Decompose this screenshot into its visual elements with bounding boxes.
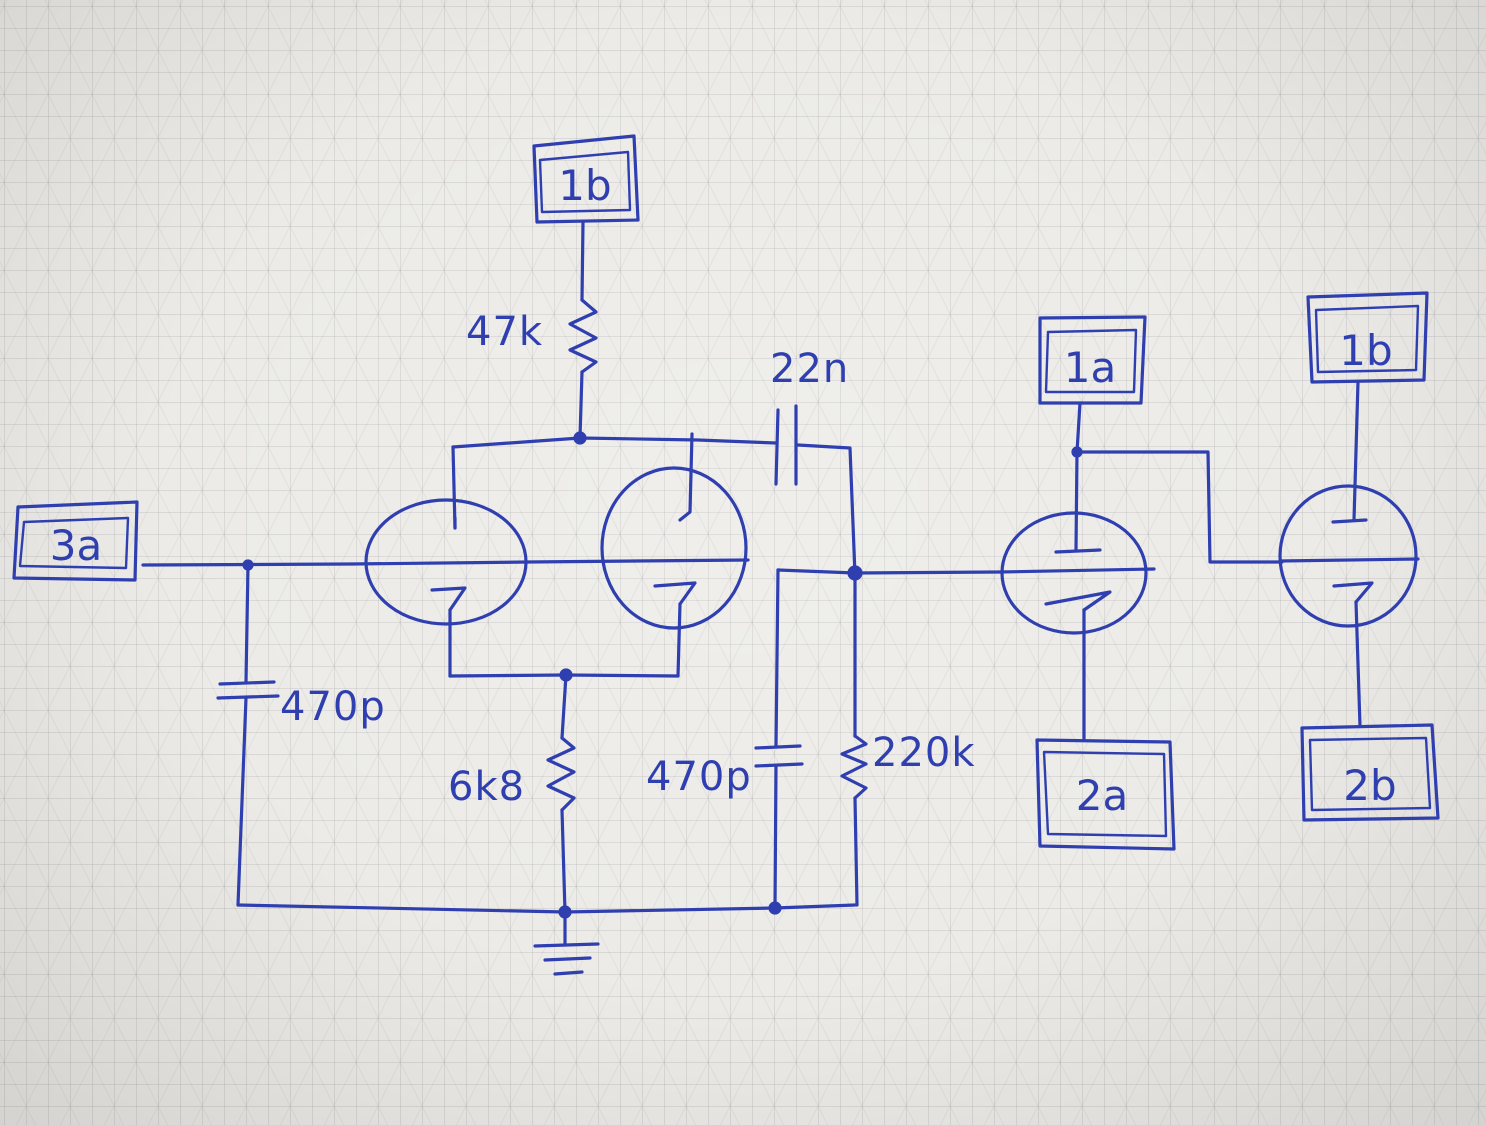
terminal-1b-top: 1b: [532, 134, 640, 224]
wire-cathode-to-6k8: [560, 673, 568, 740]
terminal-2a: 2a: [1035, 738, 1176, 851]
wire-plate-tube1: [451, 445, 457, 530]
triode-tube-3: [998, 511, 1156, 635]
terminal-1a: 1a: [1038, 315, 1147, 405]
wire-input-cap-to-ground: [236, 696, 248, 907]
resistor-6k8: [546, 736, 576, 812]
resistor-47k: [568, 298, 598, 374]
wire-1a-to-tube4-grid: [1075, 450, 1284, 564]
wire-plate-rail: [451, 436, 778, 449]
resistor-220k-label: 220k: [872, 730, 976, 776]
capacitor-470p-input-plate-b: [216, 694, 280, 700]
terminal-1b-right-label: 1b: [1339, 326, 1392, 375]
capacitor-470p-input-label: 470p: [280, 684, 386, 730]
resistor-220k: [840, 734, 868, 800]
wire-1b-to-plate: [1352, 380, 1360, 522]
terminal-1a-label: 1a: [1064, 343, 1116, 392]
capacitor-470p-grid-label: 470p: [646, 754, 752, 800]
terminal-3a: 3a: [12, 500, 139, 582]
capacitor-22n-label: 22n: [770, 346, 849, 392]
terminal-2b-label: 2b: [1343, 761, 1396, 810]
capacitor-470p-input-plate-a: [218, 680, 276, 686]
triode-tube-2: [526, 466, 750, 678]
resistor-6k8-label: 6k8: [448, 764, 525, 810]
wire-input-to-cap: [244, 563, 250, 684]
wire-1b-to-47k: [580, 220, 585, 302]
terminal-3a-label: 3a: [50, 521, 102, 570]
terminal-1b-right: 1b: [1306, 291, 1429, 384]
wire-47k-to-node: [578, 370, 584, 440]
wire-220k-to-ground: [853, 796, 859, 907]
wire-plate-tube2: [678, 432, 694, 522]
wire-grid-to-470p: [774, 568, 780, 748]
capacitor-22n-plate-a: [774, 408, 780, 486]
terminal-2b: 2b: [1300, 723, 1440, 822]
capacitor-470p-grid-plate-b: [754, 762, 804, 768]
junction-plate: [573, 431, 587, 445]
wire-6k8-to-ground: [560, 808, 567, 914]
terminal-2a-label: 2a: [1076, 771, 1128, 820]
wire-22n-to-grid: [796, 443, 857, 577]
triode-tube-4: [1278, 484, 1420, 628]
terminal-1b-top-label: 1b: [558, 161, 611, 210]
resistor-47k-label: 47k: [466, 309, 543, 355]
wire-ground-rail: [236, 903, 857, 914]
wire-470p-to-ground: [773, 764, 778, 910]
triode-tube-1: [350, 498, 530, 678]
wire-cathode-to-2b: [1354, 600, 1362, 728]
capacitor-470p-grid-plate-a: [754, 744, 802, 750]
ground-icon: [533, 910, 600, 976]
